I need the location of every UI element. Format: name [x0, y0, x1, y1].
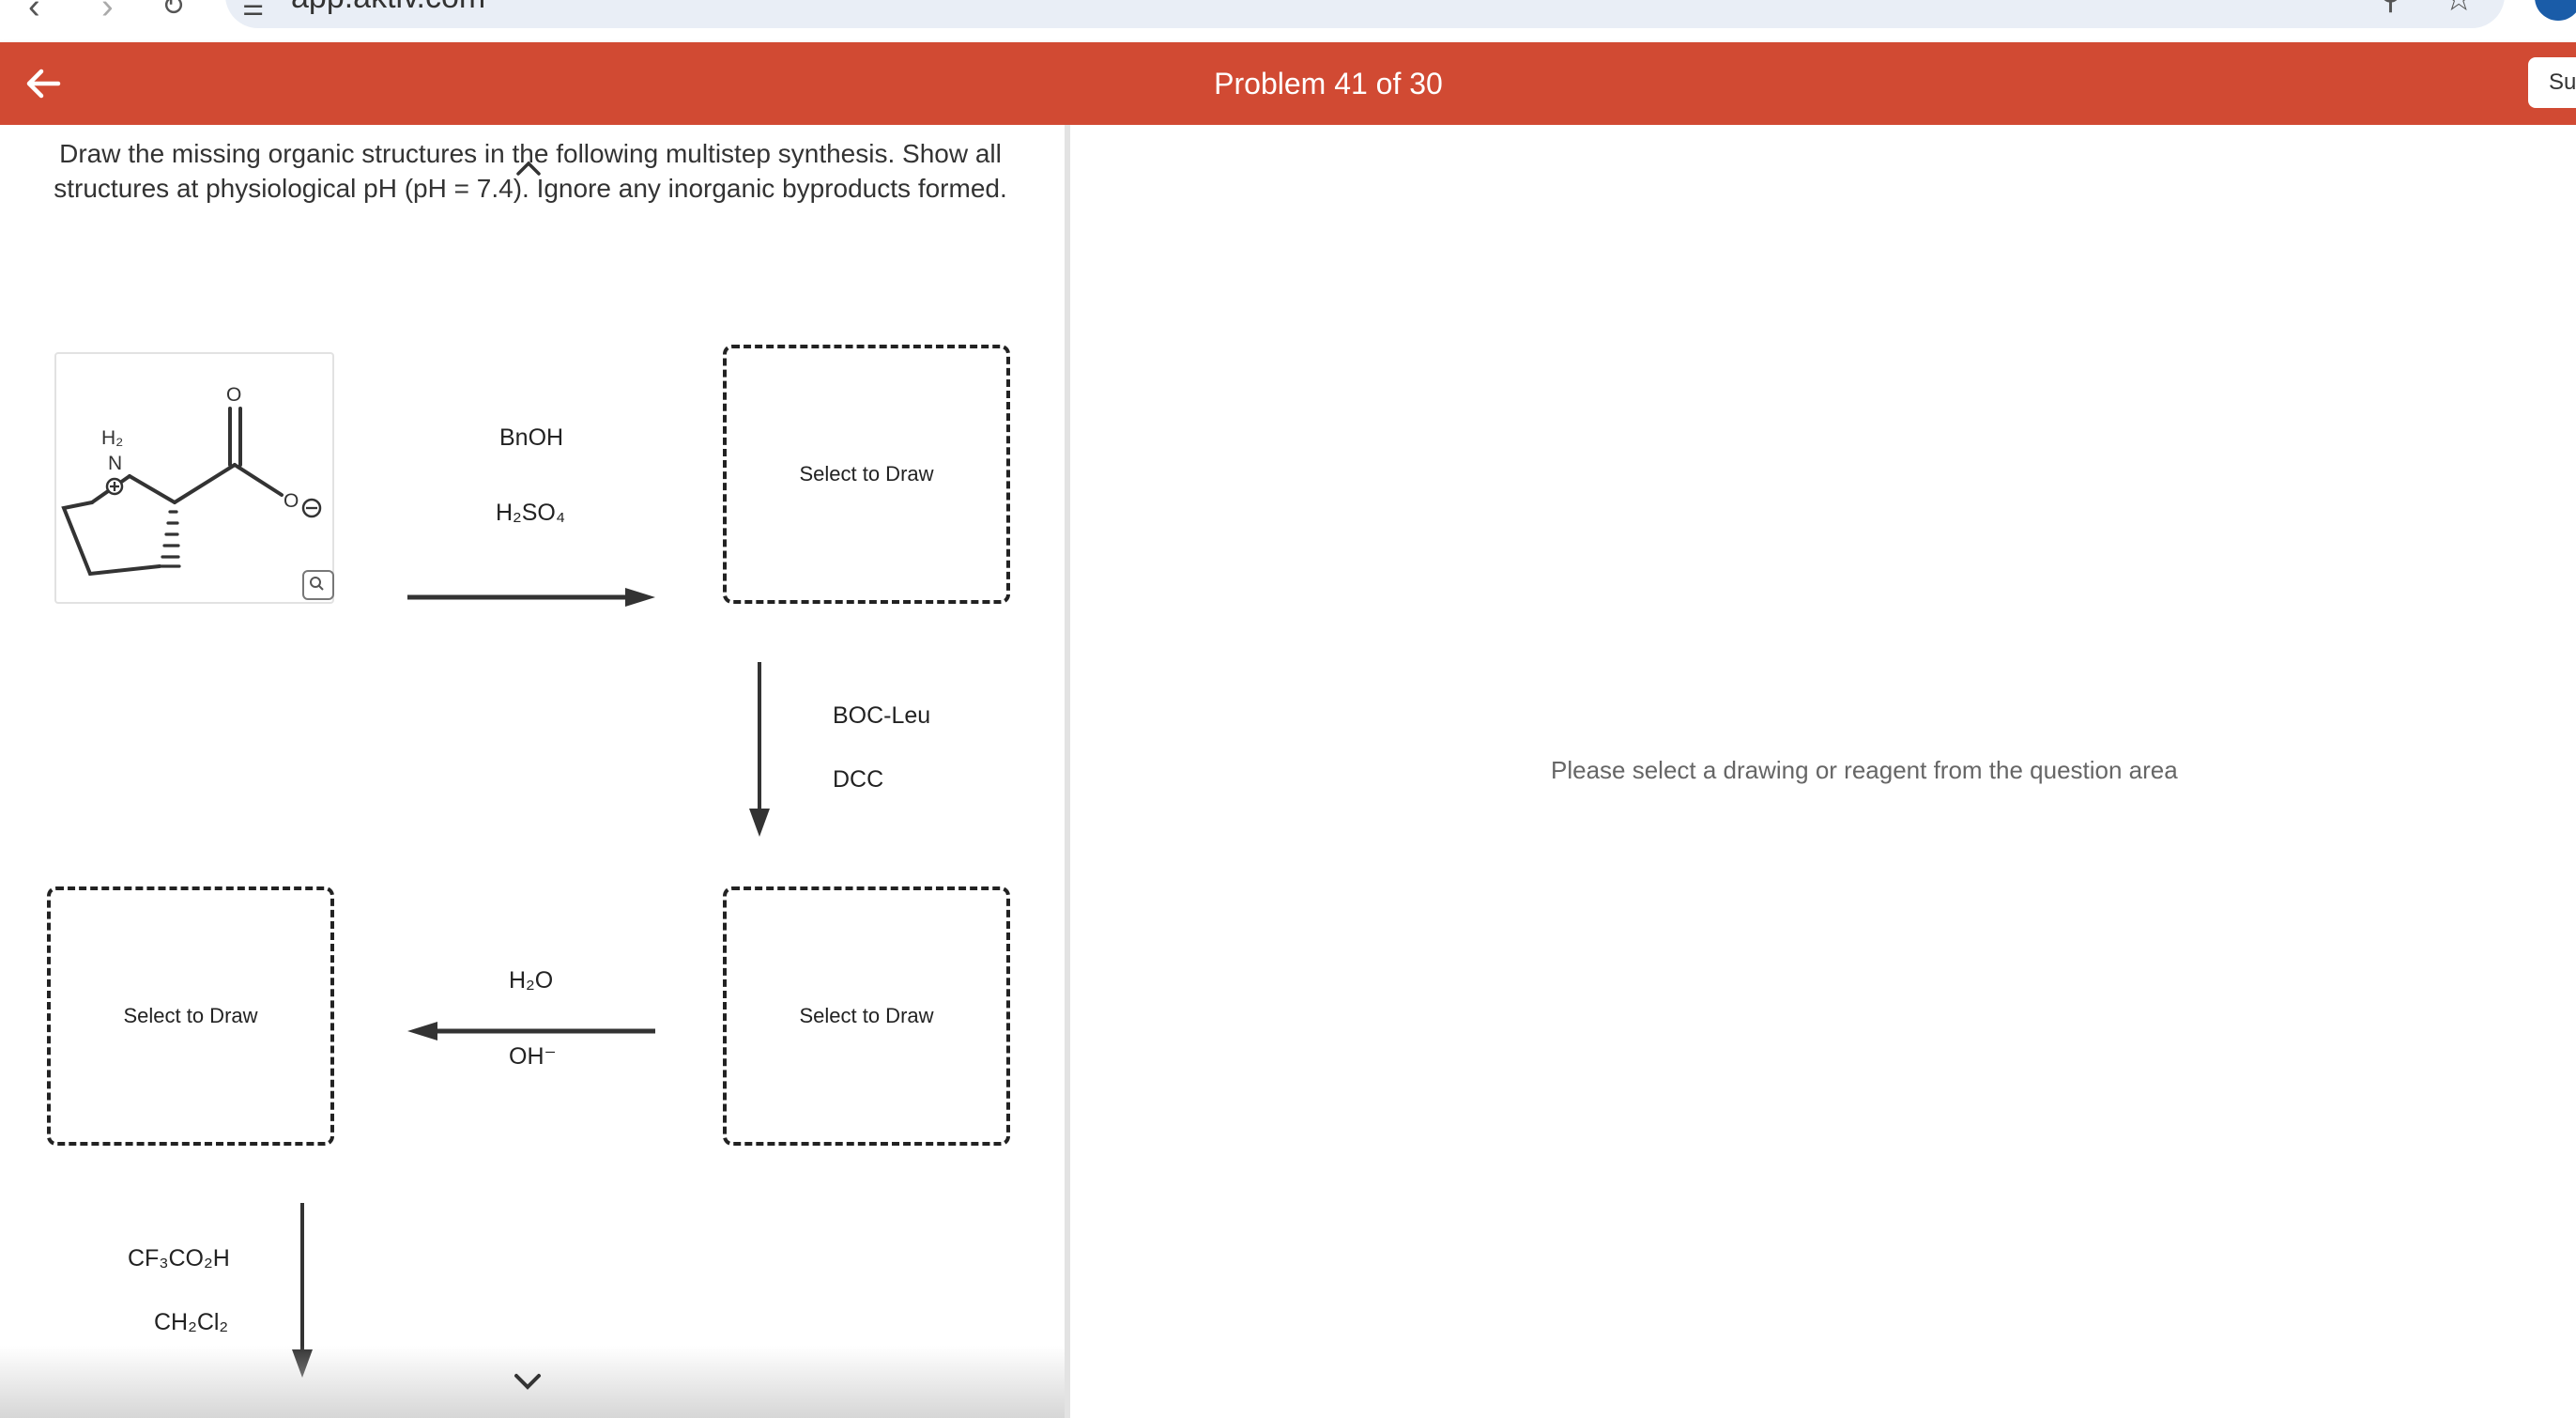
reagent-h2o[interactable]: H₂O — [509, 967, 554, 994]
collapse-chevron-up-icon[interactable] — [514, 153, 543, 185]
draw-box-product-3[interactable]: Select to Draw — [47, 886, 334, 1146]
app-header: Problem 41 of 30 Su — [0, 42, 2576, 125]
arrow-left-icon — [407, 1022, 655, 1040]
back-nav-icon[interactable]: ‹ — [28, 0, 40, 26]
alkoxide-oxygen-label: O — [284, 490, 299, 512]
reagent-h2so4[interactable]: H₂SO₄ — [496, 500, 566, 526]
submit-button[interactable]: Su — [2528, 57, 2576, 108]
reagent-bnoh[interactable]: BnOH — [499, 424, 564, 451]
forward-nav-icon[interactable]: › — [101, 0, 114, 26]
bookmark-star-icon[interactable]: ☆ — [2444, 0, 2474, 19]
problem-counter: Problem 41 of 30 — [1214, 67, 1443, 100]
profile-avatar[interactable] — [2535, 0, 2576, 21]
reagent-boc-leu[interactable]: BOC-Leu — [833, 702, 931, 729]
reagent-tfa[interactable]: CF₃CO₂H — [128, 1245, 230, 1272]
arrow-right-icon — [407, 588, 655, 607]
question-instructions: Draw the missing organic structures in t… — [54, 139, 1007, 203]
site-settings-icon[interactable]: ☰ — [242, 0, 265, 21]
zoom-icon[interactable]: ⚲ — [2379, 0, 2402, 17]
question-pane: Draw the missing organic structures in t… — [0, 125, 1065, 1418]
starting-material-card[interactable]: H₂ N O O — [54, 352, 334, 604]
browser-toolbar: ‹ › ↻ ☰ app.aktiv.com ⚲ ☆ — [0, 0, 2576, 39]
empty-selection-message: Please select a drawing or reagent from … — [1551, 756, 2178, 784]
proline-structure: H₂ N O O — [61, 384, 322, 577]
carbonyl-oxygen-label: O — [226, 384, 241, 406]
back-button[interactable] — [17, 57, 69, 110]
scroll-down-chevron-icon[interactable] — [512, 1364, 544, 1401]
nh2-label: H₂ — [101, 427, 123, 449]
address-bar[interactable] — [225, 0, 2505, 28]
draw-box-product-2[interactable]: Select to Draw — [723, 886, 1010, 1146]
reagent-hydroxide[interactable]: OH⁻ — [509, 1043, 557, 1070]
url-text[interactable]: app.aktiv.com — [291, 0, 485, 16]
reagent-dcm[interactable]: CH₂Cl₂ — [154, 1309, 229, 1335]
magnifier-icon — [310, 577, 324, 591]
nitrogen-label: N — [108, 453, 122, 474]
zoom-molecule-button[interactable] — [302, 570, 334, 600]
reagent-dcc[interactable]: DCC — [833, 766, 884, 793]
reload-icon[interactable]: ↻ — [161, 0, 186, 22]
pane-divider[interactable] — [1065, 125, 1070, 1418]
draw-box-product-1[interactable]: Select to Draw — [723, 345, 1010, 604]
answer-pane: Please select a drawing or reagent from … — [1070, 125, 2576, 1418]
arrow-down-icon — [749, 662, 770, 837]
arrow-left-icon — [26, 69, 61, 99]
